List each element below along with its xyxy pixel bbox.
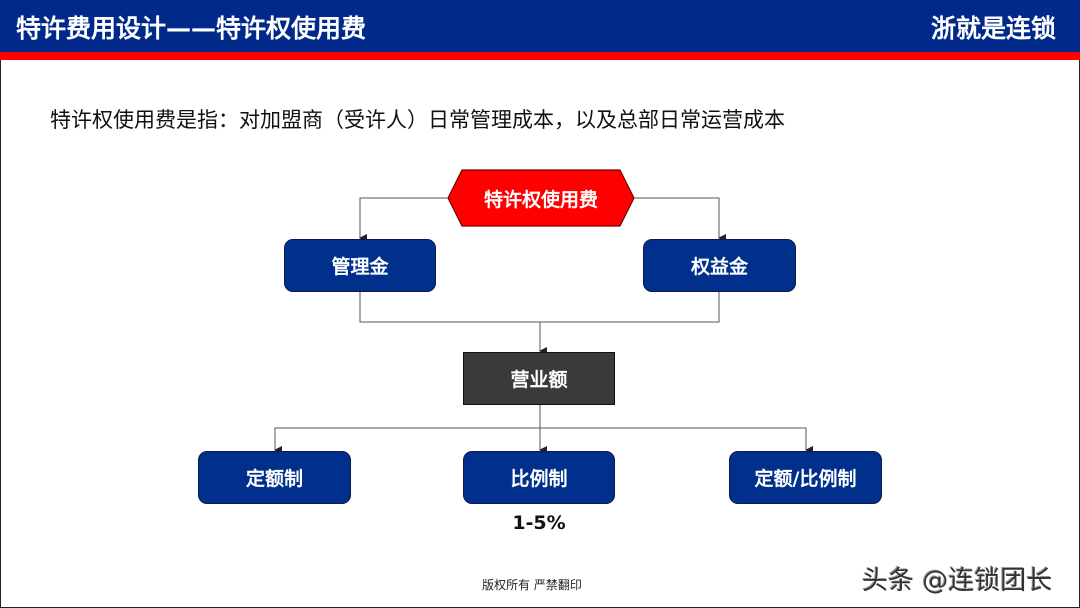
page-title: 特许费用设计——特许权使用费 bbox=[16, 14, 367, 43]
percentage-note: 1-5% bbox=[512, 512, 566, 534]
node-management-fee: 管理金 bbox=[284, 239, 436, 292]
watermark-text: 头条 @连锁团长 bbox=[862, 566, 1053, 596]
node-label: 管理金 bbox=[331, 256, 389, 278]
brand-name: 浙就是连锁 bbox=[930, 14, 1056, 43]
node-label: 定额制 bbox=[245, 468, 303, 490]
copyright-text: 版权所有 严禁翻印 bbox=[482, 578, 582, 592]
node-fixed-amount: 定额制 bbox=[198, 451, 351, 504]
node-label: 权益金 bbox=[690, 256, 748, 278]
node-equity-fee: 权益金 bbox=[643, 239, 796, 292]
node-label: 营业额 bbox=[510, 369, 568, 391]
node-fixed-or-percentage: 定额/比例制 bbox=[729, 451, 882, 504]
header-stripe bbox=[0, 52, 1080, 60]
node-revenue: 营业额 bbox=[463, 352, 615, 405]
intro-text: 特许权使用费是指：对加盟商（受许人）日常管理成本，以及总部日常运营成本 bbox=[50, 108, 785, 132]
node-label: 定额/比例制 bbox=[754, 468, 857, 490]
header-bar: 特许费用设计——特许权使用费 浙就是连锁 bbox=[0, 0, 1080, 52]
root-node-label: 特许权使用费 bbox=[483, 188, 598, 211]
node-label: 比例制 bbox=[510, 468, 568, 490]
node-percentage: 比例制 bbox=[463, 451, 615, 504]
